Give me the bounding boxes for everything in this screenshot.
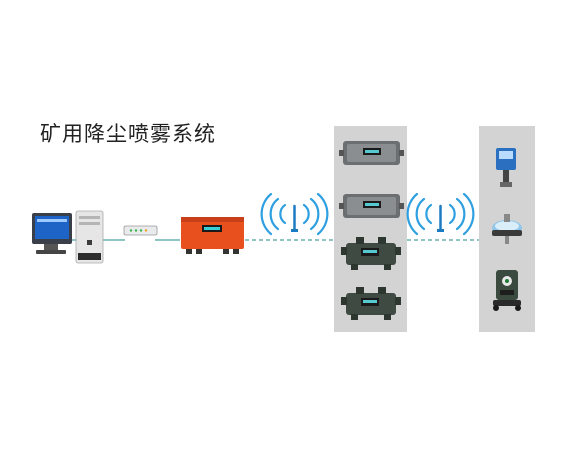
sensor-icon [496,148,516,187]
desktop-computer-icon [32,210,104,264]
spray-nozzle-icon [492,214,522,244]
substation-box-icon [339,141,404,165]
valve-icon [493,270,521,311]
wireless-antenna-icon [260,192,329,236]
substation-box-icon [339,194,404,218]
host-controller-icon [181,217,244,254]
control-box-icon [341,237,401,270]
wireless-antenna-icon [406,192,475,236]
diagram-title: 矿用降尘喷雾系统 [40,122,216,146]
network-switch-icon [123,225,158,236]
control-box-icon [341,287,401,320]
